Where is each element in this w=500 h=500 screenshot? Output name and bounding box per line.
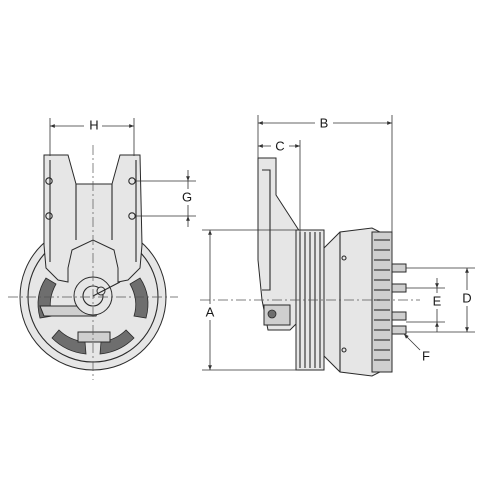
dimension-c: C — [258, 138, 301, 232]
label-h: H — [89, 118, 98, 133]
bracket-bolt-holes — [45, 177, 136, 220]
dimension-a: A — [201, 229, 298, 371]
side-bracket — [257, 157, 301, 331]
label-a: A — [206, 305, 215, 320]
front-view: H G — [8, 117, 196, 380]
label-e: E — [433, 294, 442, 309]
label-g: G — [182, 190, 192, 205]
dimension-d: D — [406, 267, 476, 333]
dimension-h: H — [49, 117, 135, 156]
dimension-g: G — [136, 170, 196, 227]
label-f: F — [422, 349, 430, 364]
label-d: D — [462, 291, 471, 306]
cooling-fins — [371, 231, 393, 373]
label-b: B — [320, 116, 329, 131]
dimension-e: E — [406, 278, 446, 332]
side-view: B C A D — [200, 115, 476, 377]
fin-lines — [374, 239, 390, 361]
leader-f: F — [403, 333, 430, 364]
dimension-b: B — [257, 115, 393, 264]
label-c: C — [275, 139, 284, 154]
mounting-studs — [391, 263, 407, 335]
